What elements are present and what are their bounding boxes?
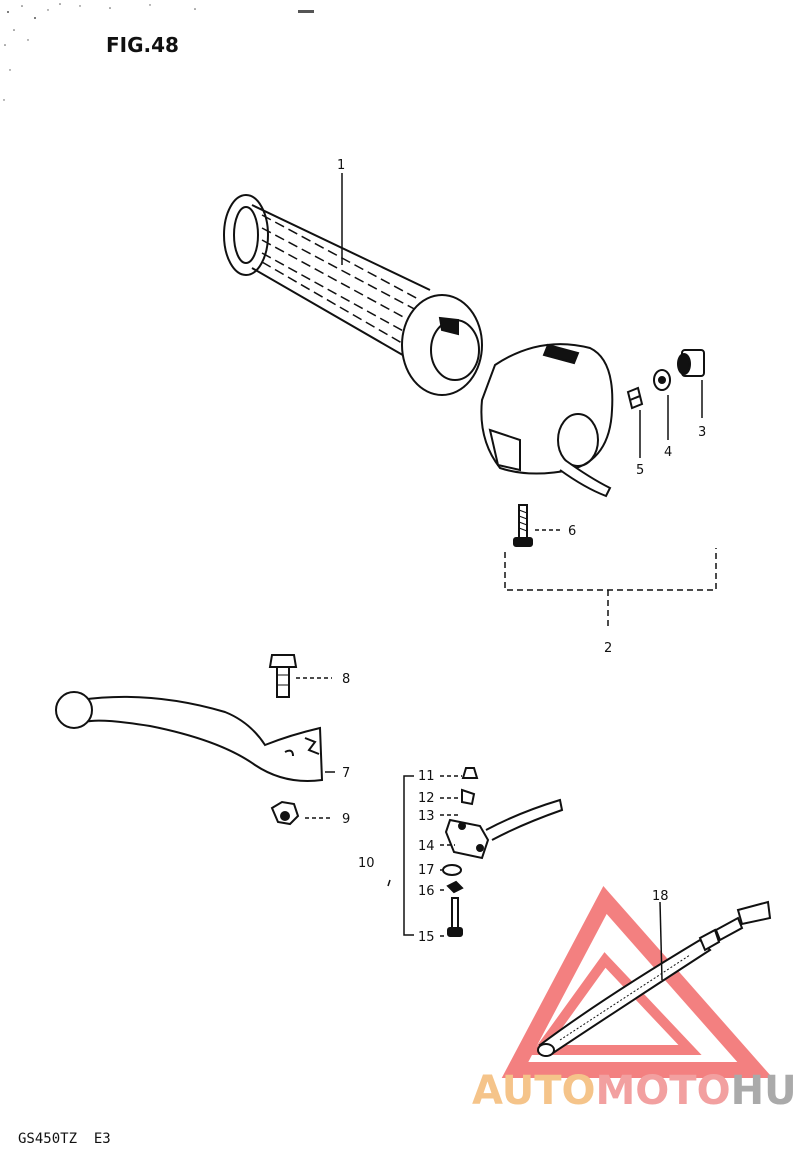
watermark-text: AUTOMOTOHUB: [472, 1068, 800, 1114]
watermark-hub: HUB: [731, 1068, 800, 1114]
washer-part-17: [442, 864, 462, 876]
part-label: 6: [568, 524, 576, 539]
part-labels: 1 2 3 4 5 6 7 8 9 10 11 12 13 14 15 16 1…: [337, 158, 706, 945]
part-label: 10: [358, 856, 375, 871]
part-label: 14: [418, 839, 435, 854]
strap-part-18: [537, 900, 772, 1057]
screw-part-6: [513, 504, 533, 547]
part-label: 11: [418, 769, 435, 784]
screw-part-15: [451, 897, 459, 933]
nut-part-4: [653, 369, 671, 391]
grip-part-1: [223, 194, 483, 396]
watermark-auto: AUTO: [472, 1068, 596, 1114]
part-label: 12: [418, 791, 435, 806]
part-label: 16: [418, 884, 435, 899]
watermark-logo: [501, 886, 773, 1078]
part-label: 2: [604, 641, 612, 656]
model-code: GS450TZ E3: [18, 1131, 111, 1147]
part-label: 17: [418, 863, 435, 878]
figure-title: FIG.48: [106, 33, 179, 57]
switch-body-part-14: [444, 818, 490, 860]
spring-part-12: [461, 788, 476, 806]
part-label: 18: [652, 889, 669, 904]
part-label: 3: [698, 425, 706, 440]
watermark-moto: MOTO: [596, 1068, 731, 1114]
switch-part-11: [461, 767, 479, 779]
part-label: 15: [418, 930, 435, 945]
part-label: 13: [418, 809, 435, 824]
nut-part-9: [270, 800, 300, 826]
assembly-bracket-10: [387, 775, 414, 936]
part-label: 4: [664, 445, 672, 460]
spring-part-5: [626, 386, 644, 410]
switch-wire: [485, 798, 564, 841]
brake-lever-part-7: [55, 691, 324, 782]
bolt-part-8: [268, 654, 298, 698]
part-label: 5: [636, 463, 644, 478]
part-label: 9: [342, 812, 350, 827]
switch-assembly: [442, 767, 564, 937]
part-label: 1: [337, 158, 345, 173]
assembly-bracket-2: [504, 548, 717, 630]
part-label: 7: [342, 766, 350, 781]
cable-adjuster-part-3: [677, 349, 705, 377]
throttle-housing: [480, 343, 614, 498]
part-label: 8: [342, 672, 350, 687]
scan-speckles: [3, 3, 314, 101]
nut-part-16: [446, 880, 464, 894]
